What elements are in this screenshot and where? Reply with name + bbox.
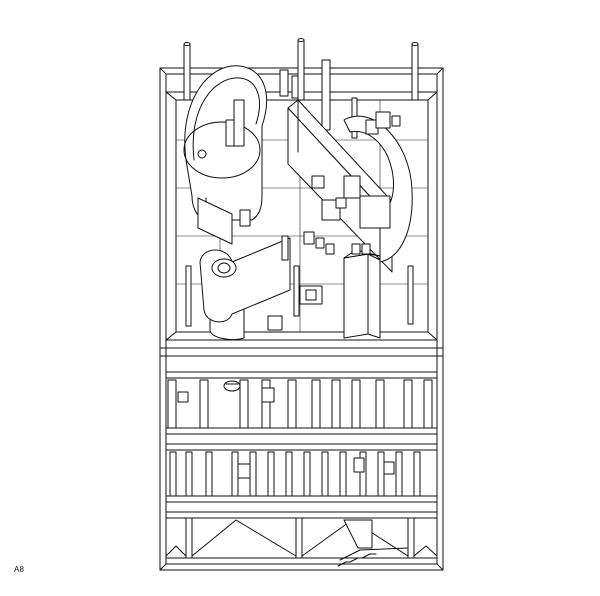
curved-wall-right [344,112,412,262]
colonnade-level-1 [166,372,437,434]
stair [338,554,376,566]
base-trusses [166,512,437,560]
curved-wall-left [184,66,267,220]
upper-platform [160,92,443,356]
colonnade-level-2 [166,444,437,502]
small-blocks [268,176,346,330]
page-label: A8 [14,565,25,574]
tower [344,244,380,338]
cylinder-block [198,198,290,340]
